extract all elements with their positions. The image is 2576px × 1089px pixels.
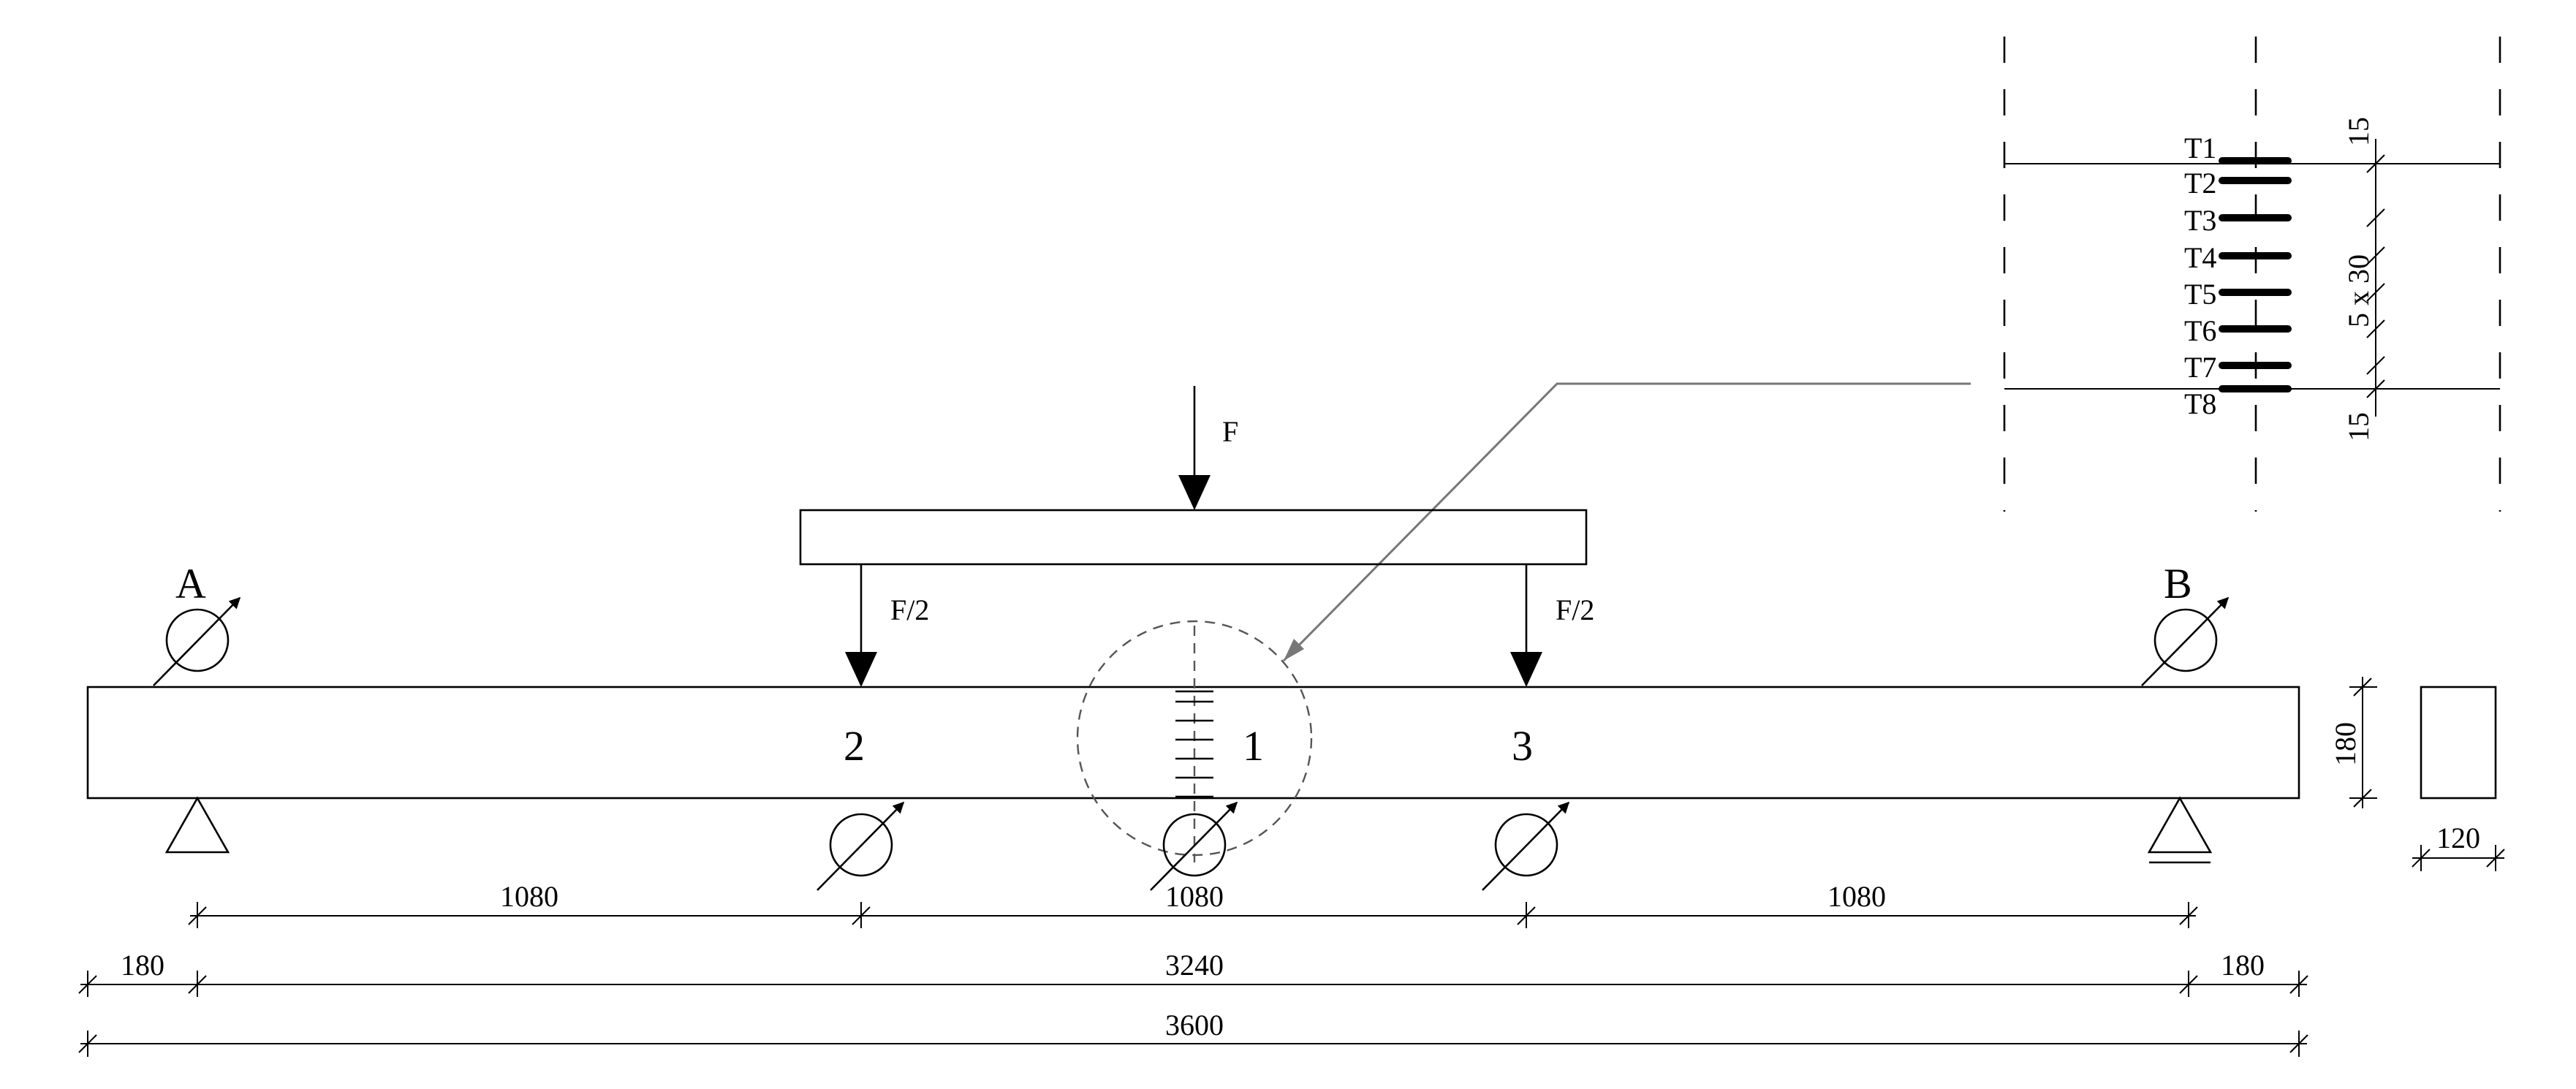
- cross-section: 180 120: [2329, 677, 2505, 871]
- dim-tick: [2366, 208, 2385, 227]
- strain-gauge-bars: [2219, 157, 2292, 392]
- midspan-gauge-zone: [1076, 620, 1313, 862]
- transducer-1-dial: [1162, 813, 1227, 877]
- support-dimensions: 180 3240 180: [78, 949, 2308, 997]
- gauge-label-t5: T5: [2184, 278, 2216, 311]
- dim-total-length: 3600: [1165, 1009, 1224, 1041]
- gauge-labels: T1 T2 T3 T4 T5 T6 T7 T8: [2184, 132, 2216, 420]
- transducer-a-arrow: [153, 596, 241, 686]
- detail-dim-spacing: 5 x 30: [2342, 254, 2375, 327]
- loading-arrangement: F F/2 F/2: [799, 386, 1594, 687]
- dim-tick: [2486, 849, 2505, 868]
- dim-tick: [188, 906, 207, 925]
- gauge-label-t1: T1: [2184, 132, 2216, 164]
- transducer-b-arrow: [2141, 596, 2230, 686]
- dim-tick: [2289, 1034, 2308, 1053]
- dim-tick: [78, 1034, 97, 1053]
- spreader-beam: [799, 509, 1588, 566]
- point-label-3: 3: [1512, 722, 1533, 770]
- dim-span-right: 1080: [1827, 880, 1886, 913]
- dim-tick: [2353, 789, 2372, 808]
- test-beam: [86, 686, 2300, 800]
- support-roller-right: [2147, 796, 2213, 864]
- dim-tick: [188, 975, 207, 994]
- gauge-label-t6: T6: [2184, 314, 2216, 347]
- dim-section-width: 120: [2436, 822, 2480, 854]
- dim-tick: [2366, 356, 2385, 375]
- transducer-2: [817, 801, 905, 891]
- gauge-label-t3: T3: [2184, 204, 2216, 237]
- transducer-3-arrow: [1482, 801, 1570, 891]
- dim-tick: [2366, 154, 2385, 173]
- gauge-label-t4: T4: [2184, 241, 2216, 274]
- transducer-2-dial: [829, 813, 893, 877]
- point-label-2: 2: [844, 722, 865, 770]
- load-arrow-right-head: [1510, 652, 1542, 687]
- dim-span-mid: 1080: [1165, 880, 1224, 913]
- dim-tick: [2289, 975, 2308, 994]
- transducer-a-dial: [165, 608, 230, 672]
- dim-tick: [2179, 975, 2198, 994]
- detail-dimension-chain: 15 5 x 30 15: [2342, 117, 2385, 441]
- detail-dim-top: 15: [2342, 117, 2375, 146]
- gauge-label-t7: T7: [2184, 351, 2216, 384]
- dim-section-height: 180: [2329, 722, 2362, 766]
- transducer-3-dial: [1494, 813, 1558, 877]
- transducer-a: A: [153, 560, 241, 686]
- dim-support-span: 3240: [1165, 949, 1224, 982]
- gauge-label-t8: T8: [2184, 387, 2216, 420]
- load-label-left: F/2: [890, 593, 929, 626]
- total-dimension: 3600: [78, 1009, 2308, 1057]
- load-label-right: F/2: [1556, 593, 1594, 626]
- transducer-1-arrow: [1150, 801, 1238, 891]
- dim-tick: [1517, 906, 1536, 925]
- dim-tick: [2366, 319, 2385, 338]
- transducer-2-arrow: [817, 801, 905, 891]
- load-label-f: F: [1222, 415, 1238, 448]
- dim-overhang-right: 180: [2221, 949, 2265, 982]
- transducer-b: B: [2141, 560, 2230, 686]
- dim-tick: [852, 906, 871, 925]
- detail-leader-arrowhead: [1284, 639, 1304, 661]
- support-label-b: B: [2164, 560, 2192, 607]
- support-label-a: A: [175, 560, 206, 607]
- dim-tick: [2366, 246, 2385, 265]
- load-arrow-left-head: [845, 652, 877, 687]
- strain-gauge-detail: T1 T2 T3 T4 T5 T6 T7 T8 15 5 x 30 15: [2003, 37, 2501, 512]
- span-dimensions: 1080 1080 1080: [188, 880, 2198, 928]
- dim-tick: [2412, 849, 2431, 868]
- detail-leader-line: [1282, 382, 1971, 662]
- dim-tick: [2366, 379, 2385, 398]
- dim-tick: [78, 975, 97, 994]
- load-arrow-f-head: [1178, 475, 1211, 510]
- dim-overhang-left: 180: [121, 949, 164, 982]
- section-rectangle: [2420, 686, 2497, 800]
- dim-tick: [2353, 678, 2372, 697]
- transducer-b-dial: [2153, 608, 2218, 672]
- gauge-label-t2: T2: [2184, 167, 2216, 200]
- transducer-3: [1482, 801, 1570, 891]
- support-roller-triangle: [2147, 796, 2213, 854]
- point-label-1: 1: [1243, 722, 1264, 770]
- support-pin-left: [164, 796, 230, 854]
- dim-tick: [2366, 283, 2385, 302]
- detail-dim-bottom: 15: [2342, 412, 2375, 441]
- dim-span-left: 1080: [500, 880, 558, 913]
- transducer-1: [1150, 801, 1238, 891]
- dim-tick: [2179, 906, 2198, 925]
